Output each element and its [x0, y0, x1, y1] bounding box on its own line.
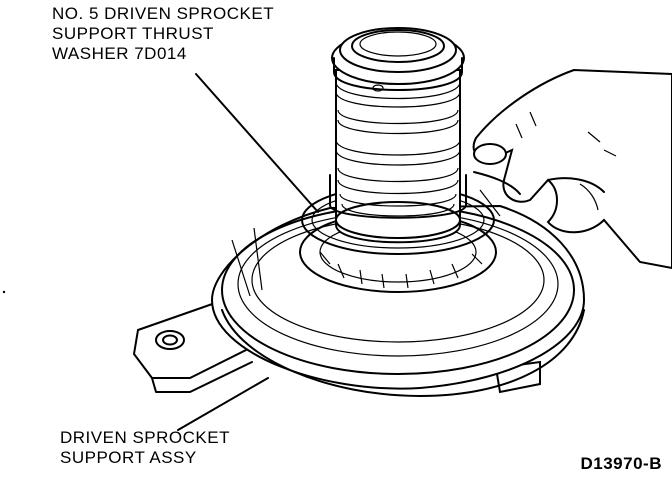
washer-leader-line: [195, 73, 319, 213]
support-assy-label-line-2: SUPPORT ASSY: [60, 448, 197, 467]
hub-spokes: [299, 211, 497, 293]
thrust-washer-label-line-3: WASHER 7D014: [52, 44, 187, 63]
top-seal-rings: [331, 27, 465, 108]
technician-hand: [472, 68, 672, 270]
support-cylinder: [329, 69, 467, 244]
thrust-washer-label-line-2: SUPPORT THRUST: [52, 24, 214, 43]
thrust-washer-label-line-1: NO. 5 DRIVEN SPROCKET: [52, 4, 275, 23]
thrust-washer-callout: NO. 5 DRIVEN SPROCKET SUPPORT THRUST WAS…: [52, 4, 274, 64]
support-assy-label-line-1: DRIVEN SPROCKET: [60, 428, 230, 447]
assy-leader-line: [177, 377, 269, 431]
support-assy-callout: DRIVEN SPROCKET SUPPORT ASSY: [60, 428, 230, 468]
figure-id: D13970-B: [580, 454, 662, 473]
